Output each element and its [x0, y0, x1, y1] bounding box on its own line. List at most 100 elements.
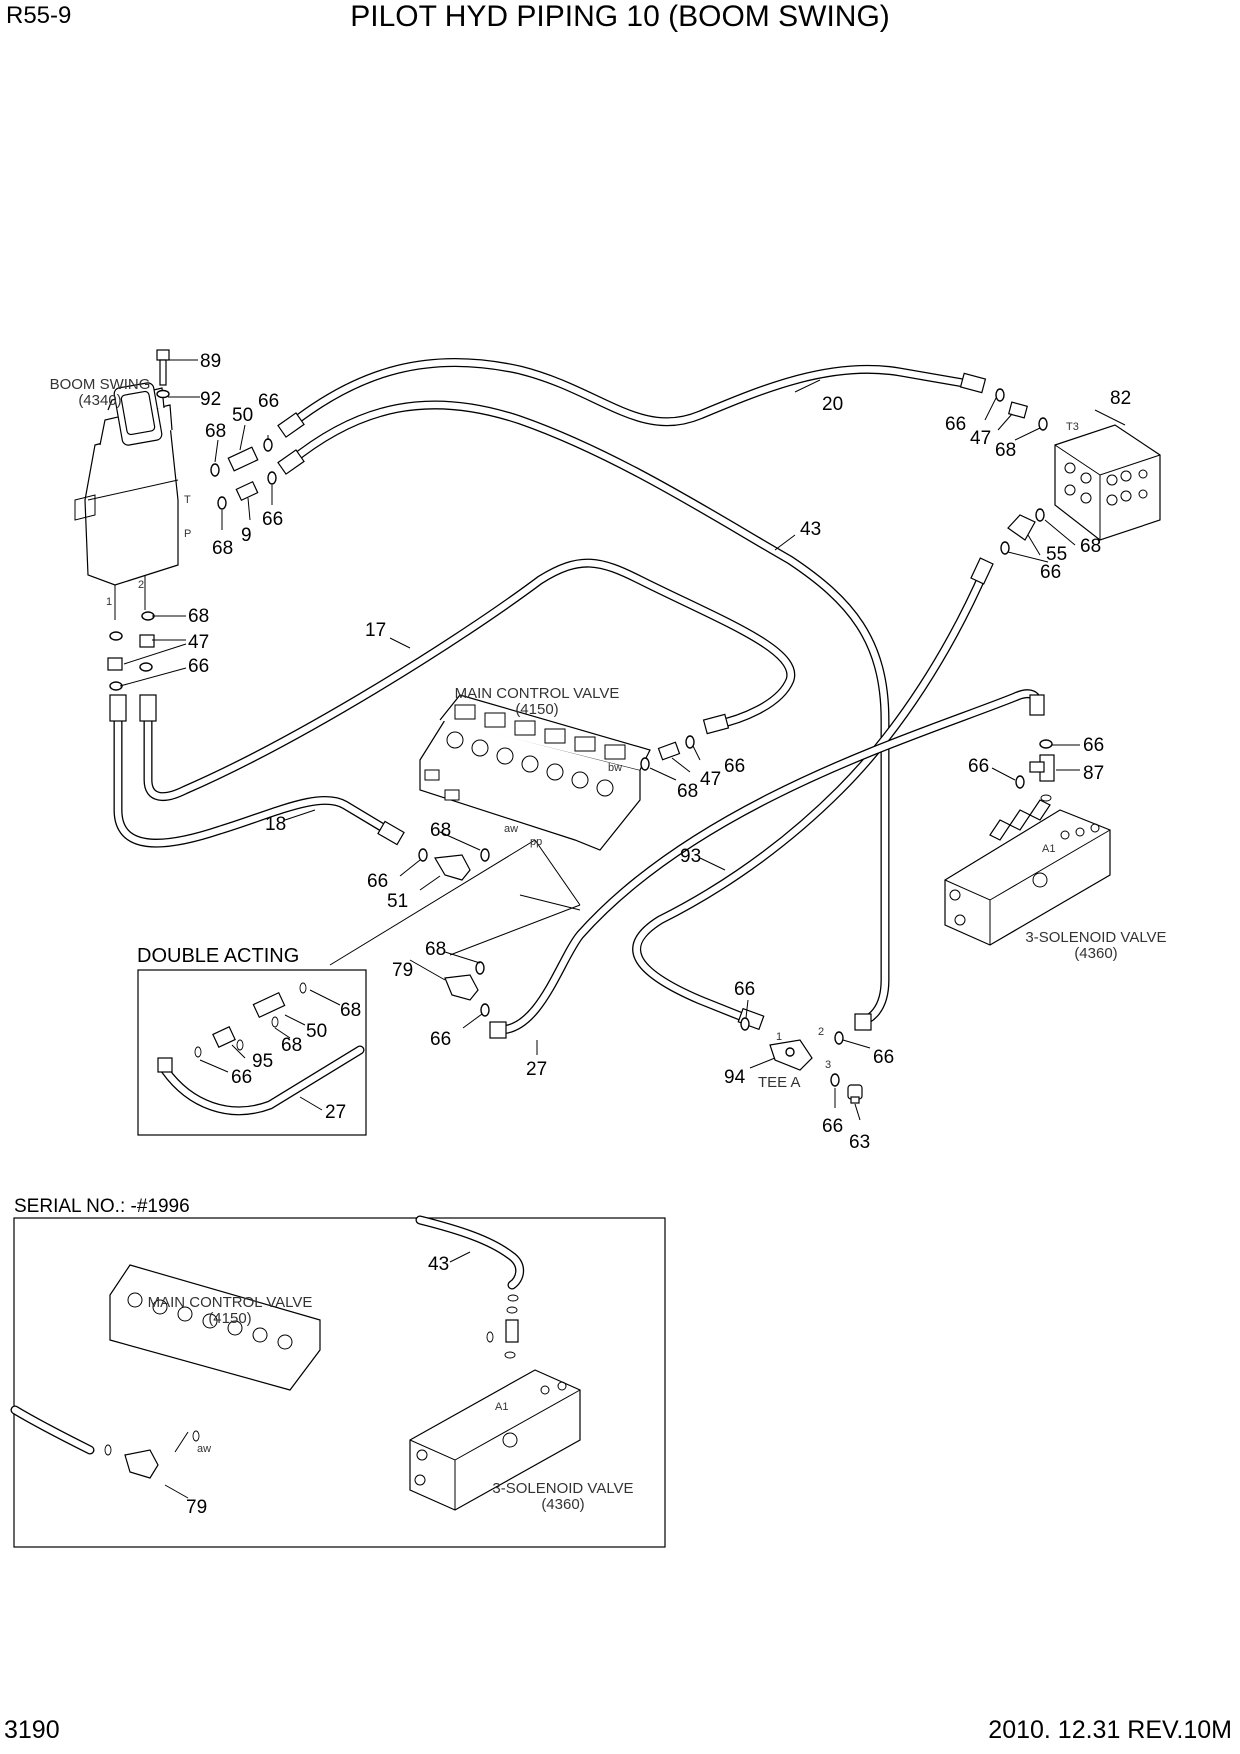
hose-43: [285, 400, 890, 1027]
callout-66: 66: [1083, 735, 1104, 756]
callout-63: 63: [849, 1132, 870, 1153]
callout-89: 89: [200, 351, 221, 372]
serial-solenoid-label: 3-SOLENOID VALVE: [492, 1480, 633, 1497]
callout-66: 66: [734, 979, 755, 1000]
port-bw: bw: [608, 762, 622, 774]
leader-lines: [119, 359, 1126, 1121]
callout-66: 66: [873, 1047, 894, 1068]
hose-20: [285, 357, 980, 430]
callout-55: 55: [1046, 544, 1067, 565]
double-acting-inset: [137, 969, 367, 1136]
callout-82: 82: [1110, 388, 1131, 409]
callout-68: 68: [677, 781, 698, 802]
port-2: 2: [138, 579, 144, 591]
callout-66: 66: [231, 1067, 252, 1088]
tee-a: [769, 1039, 813, 1071]
callout-94: 94: [724, 1067, 746, 1088]
hose-27: [495, 689, 1041, 1035]
callout-47: 47: [970, 428, 991, 449]
boom-swing-label: BOOM SWING: [50, 376, 151, 393]
washer-92: [156, 389, 170, 399]
callout-68: 68: [188, 606, 209, 627]
callout-68: 68: [430, 820, 451, 841]
callout-93: 93: [680, 846, 701, 867]
callout-27: 27: [526, 1059, 547, 1080]
callout-50: 50: [306, 1021, 327, 1042]
hose-fitting: [109, 372, 1045, 1039]
callout-66: 66: [822, 1116, 843, 1137]
hose-18: [113, 695, 400, 848]
callout-51: 51: [387, 891, 408, 912]
double-acting-title: DOUBLE ACTING: [137, 945, 299, 967]
callout-43: 43: [428, 1254, 449, 1275]
callout-47: 47: [188, 632, 209, 653]
serial-port-aw: aw: [197, 1443, 211, 1455]
solenoid-valve: [944, 799, 1111, 946]
reference-lines: [329, 839, 581, 966]
hose-17: [143, 558, 796, 801]
serial-solenoid-code: (4360): [541, 1496, 584, 1513]
callout-68: 68: [205, 421, 226, 442]
callout-66: 66: [724, 756, 745, 777]
solenoid-valve-label: 3-SOLENOID VALVE: [1025, 929, 1166, 946]
callout-68: 68: [1080, 536, 1101, 557]
solenoid-valve-code: (4360): [1074, 945, 1117, 962]
page-number: 3190: [4, 1716, 60, 1744]
callout-68: 68: [281, 1035, 302, 1056]
callout-18: 18: [265, 814, 286, 835]
port-aw: aw: [504, 823, 518, 835]
callout-43: 43: [800, 519, 821, 540]
bolt-89: [156, 349, 170, 386]
boom-swing-code: (4340): [78, 392, 121, 409]
port-p: P: [184, 528, 191, 540]
page-title: PILOT HYD PIPING 10 (BOOM SWING): [350, 0, 890, 33]
callout-95: 95: [252, 1051, 273, 1072]
port-labels: T P 1 2 bw aw pp 1 2 3 A1 T3 aw A1: [106, 421, 1079, 1455]
callout-20: 20: [822, 394, 843, 415]
port-1: 1: [106, 596, 112, 608]
callout-66: 66: [258, 391, 279, 412]
callout-92: 92: [200, 389, 221, 410]
port-t: T: [184, 494, 191, 506]
callout-66: 66: [968, 756, 989, 777]
callout-50: 50: [232, 405, 253, 426]
callout-17: 17: [365, 620, 386, 641]
callout-66: 66: [367, 871, 388, 892]
callouts: 89 92 68 50 66 9 66 68 68 47 66 20 82 66…: [186, 351, 1131, 1518]
connector-47: [107, 401, 1029, 761]
callout-68: 68: [425, 939, 446, 960]
block-82: [1054, 424, 1161, 541]
port-a1: A1: [1042, 843, 1055, 855]
adapter-50: [227, 446, 259, 472]
o-ring: [109, 388, 1053, 1087]
serial-mcv-code: (4150): [208, 1310, 251, 1327]
callout-79: 79: [186, 1497, 207, 1518]
serial-title: SERIAL NO.: -#1996: [14, 1196, 190, 1217]
tee-port-2: 2: [818, 1026, 824, 1038]
main-control-valve-label: MAIN CONTROL VALVE: [455, 685, 620, 702]
serial-port-a1: A1: [495, 1401, 508, 1413]
main-control-valve: [419, 694, 651, 851]
callout-68: 68: [995, 440, 1016, 461]
callout-66: 66: [430, 1029, 451, 1050]
tee-port-3: 3: [825, 1059, 831, 1071]
model-number: R55-9: [6, 2, 72, 29]
callout-66: 66: [262, 509, 283, 530]
revision-date: 2010. 12.31 REV.10M: [988, 1716, 1232, 1744]
callout-66: 66: [188, 656, 209, 677]
main-control-valve-code: (4150): [515, 701, 558, 718]
serial-inset: [10, 1215, 666, 1548]
callout-66: 66: [1040, 562, 1061, 583]
plug-63: [847, 1084, 863, 1104]
component-labels: BOOM SWING (4340) MAIN CONTROL VALVE (41…: [14, 376, 1167, 1513]
elbow-79: [444, 974, 479, 1001]
connector-9: [235, 480, 259, 502]
callout-68: 68: [212, 538, 233, 559]
boom-swing-pedal: [74, 382, 179, 620]
callout-79: 79: [392, 960, 413, 981]
callout-47: 47: [700, 769, 721, 790]
callout-87: 87: [1083, 763, 1104, 784]
port-t3: T3: [1066, 421, 1079, 433]
serial-mcv-label: MAIN CONTROL VALVE: [148, 1294, 313, 1311]
